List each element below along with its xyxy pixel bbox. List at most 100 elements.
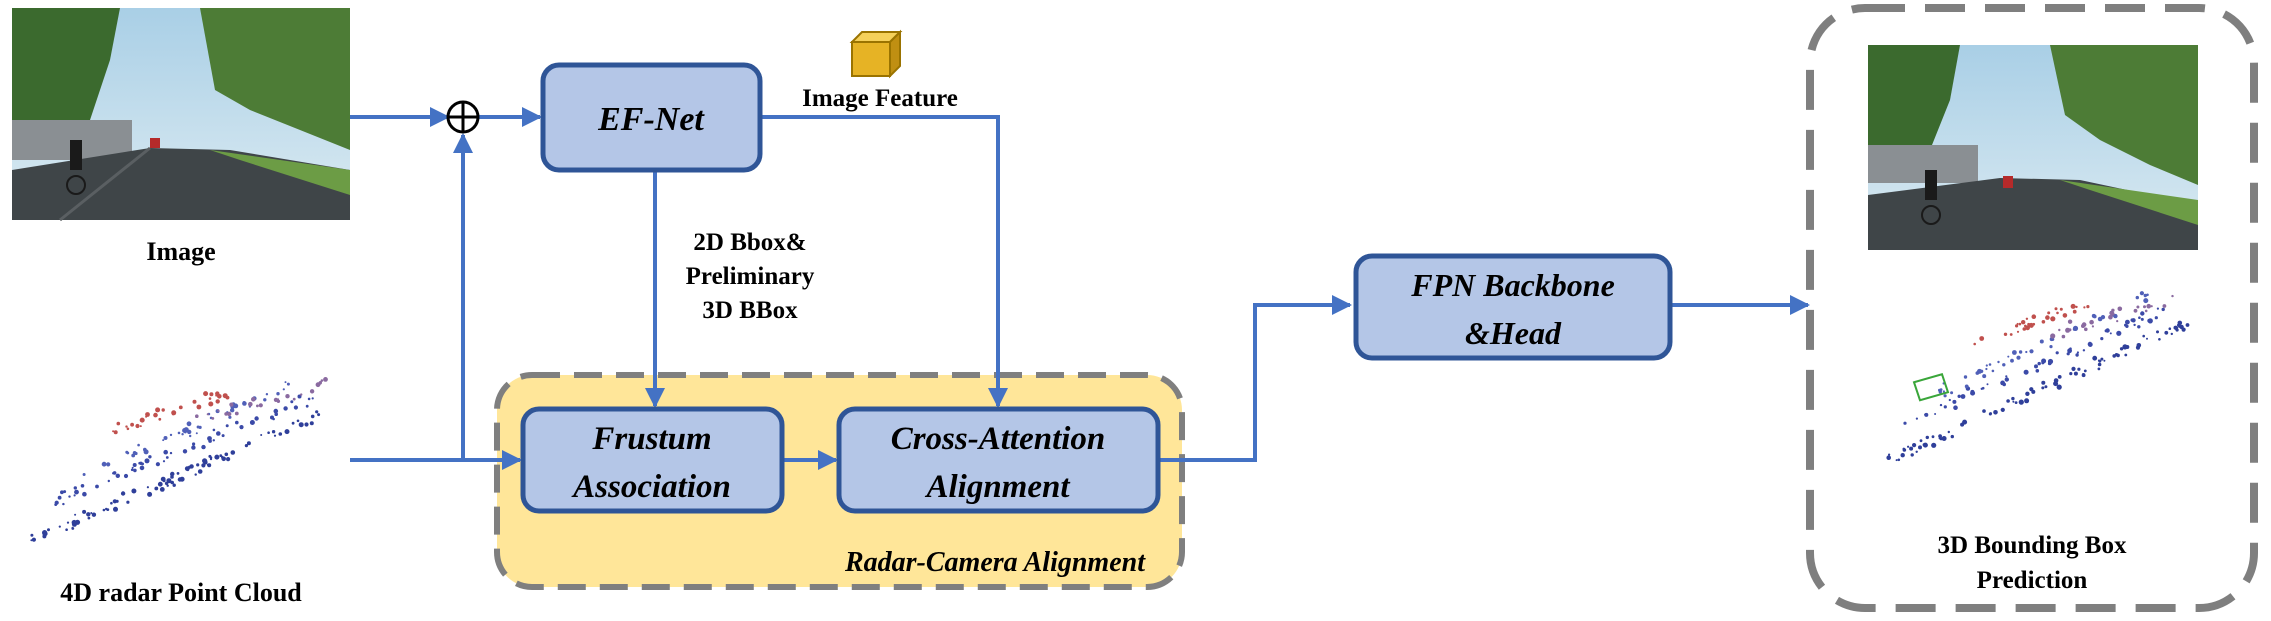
radar-point (2041, 380, 2046, 385)
radar-point (163, 436, 168, 440)
radar-point (166, 484, 169, 487)
radar-point (248, 401, 253, 407)
radar-point (2133, 308, 2138, 313)
bbox-label-line1: 2D Bbox& (693, 229, 806, 256)
radar-point (263, 398, 267, 402)
radar-point (144, 449, 148, 452)
radar-point (58, 525, 61, 528)
radar-point (202, 458, 208, 464)
radar-point (1973, 342, 1976, 346)
radar-point (2012, 350, 2017, 355)
radar-point (201, 463, 206, 468)
radar-point (90, 512, 93, 514)
radar-point (2178, 324, 2182, 328)
radar-point (2122, 344, 2128, 350)
radar-point (147, 491, 153, 497)
radar-point (63, 490, 67, 494)
radar-point (2075, 353, 2079, 357)
radar-point (112, 499, 117, 504)
radar-point (2002, 363, 2006, 367)
radar-point (86, 512, 91, 517)
radar-point (138, 461, 141, 465)
radar-point (159, 487, 165, 492)
radar-point (2097, 367, 2101, 371)
radar-point (2024, 398, 2030, 404)
radar-point (298, 422, 304, 428)
radar-point (186, 421, 192, 427)
radar-point (194, 473, 197, 476)
radar-point (2053, 378, 2059, 383)
bbox-label-line3: 3D BBox (702, 297, 798, 324)
radar-point (282, 388, 285, 391)
radar-point (2069, 347, 2072, 351)
radar-point (2092, 355, 2098, 361)
radar-point (323, 377, 328, 382)
frustum-association-block: Frustum Association (520, 406, 785, 514)
radar-point (1957, 394, 1961, 398)
radar-point (1980, 387, 1984, 390)
radar-point (285, 394, 290, 399)
radar-point (307, 397, 311, 401)
radar-point (2037, 361, 2041, 366)
radar-point (2084, 327, 2088, 332)
radar-point (1970, 390, 1976, 396)
radar-point (2069, 372, 2073, 376)
radar-point (1993, 410, 1998, 415)
radar-point (2097, 359, 2100, 362)
radar-point (2143, 305, 2146, 309)
radar-point (2142, 334, 2145, 338)
radar-point (225, 395, 230, 400)
radar-point (62, 502, 65, 506)
radar-point (2113, 313, 2118, 319)
radar-point (74, 513, 77, 516)
image-feature-label: Image Feature (802, 85, 958, 112)
radar-point (2091, 313, 2096, 318)
radar-point (2047, 311, 2051, 315)
radar-point (2076, 351, 2079, 354)
radar-point (1934, 413, 1937, 415)
radar-point (153, 412, 158, 418)
radar-point (2007, 355, 2010, 358)
radar-point (1939, 403, 1943, 407)
radar-point (254, 416, 259, 421)
radar-point (1910, 453, 1914, 457)
radar-point (1938, 390, 1943, 394)
radar-point (146, 486, 149, 489)
radar-point (91, 512, 97, 517)
radar-point (2025, 325, 2030, 331)
radar-point (123, 473, 129, 479)
radar-point (2035, 369, 2040, 373)
radar-point (246, 441, 251, 446)
radar-point (131, 488, 137, 494)
radar-point (2135, 295, 2139, 300)
radar-point (181, 433, 184, 436)
radar-point (189, 434, 192, 438)
radar-point (2146, 337, 2148, 340)
radar-point (2104, 329, 2108, 333)
radar-point (135, 423, 140, 429)
radar-point (267, 431, 270, 435)
radar-point (2081, 373, 2085, 376)
radar-point (1982, 409, 1986, 413)
radar-point (208, 401, 214, 407)
radar-point (265, 393, 269, 396)
radar-point (196, 425, 200, 429)
radar-point (230, 408, 235, 413)
radar-point (2100, 337, 2104, 341)
input-camera-image (12, 8, 350, 222)
radar-point (270, 415, 274, 420)
radar-point (2031, 389, 2036, 394)
radar-point (2146, 293, 2149, 297)
radar-point (1886, 455, 1891, 461)
radar-point (260, 434, 263, 436)
radar-point (2055, 351, 2059, 355)
radar-point (141, 462, 145, 466)
radar-point (2097, 316, 2103, 322)
radar-point (1931, 435, 1935, 439)
radar-point (82, 491, 87, 497)
radar-point (2130, 318, 2134, 322)
radar-point (2056, 311, 2059, 315)
radar-point (1982, 374, 1987, 379)
radar-point (125, 450, 129, 454)
